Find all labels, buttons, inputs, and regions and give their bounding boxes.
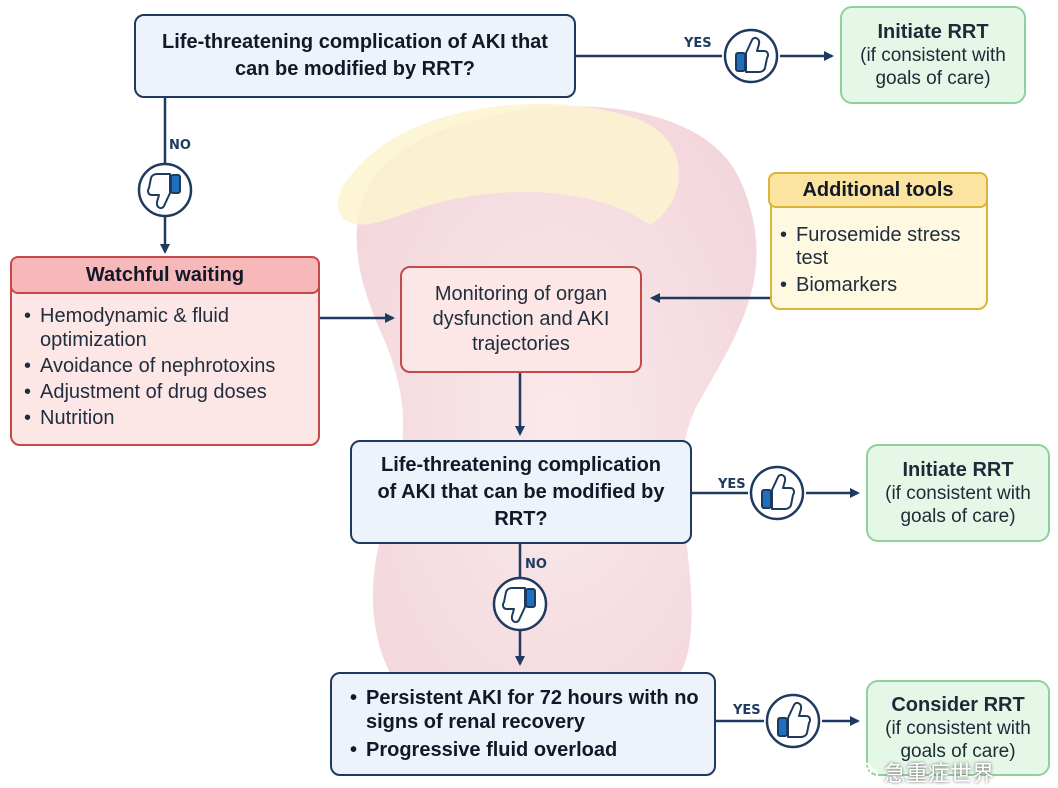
decision-question: Life-threatening complication of AKI tha… — [377, 453, 665, 530]
outcome-title: Initiate RRT — [902, 458, 1014, 481]
list-item: Persistent AKI for 72 hours with no sign… — [350, 686, 702, 734]
list-item: Biomarkers — [780, 274, 976, 297]
list-item: Nutrition — [24, 406, 308, 430]
outcome-box-bottom: Consider RRT (if consistent with goals o… — [866, 680, 1050, 776]
criteria-box: Persistent AKI for 72 hours with no sign… — [330, 672, 716, 776]
decision-box-middle: Life-threatening complication of AKI tha… — [350, 440, 692, 544]
no-label: NO — [169, 138, 191, 153]
outcome-title: Initiate RRT — [877, 20, 989, 43]
list-item: Avoidance of nephrotoxins — [24, 354, 308, 378]
watermark-text: 急重症世界 — [884, 762, 995, 787]
decision-question: Life-threatening complication of AKI tha… — [162, 31, 548, 80]
list-item: Hemodynamic & fluid optimization — [24, 304, 308, 352]
outcome-title: Consider RRT — [891, 693, 1025, 716]
monitoring-box: Monitoring of organ dysfunction and AKI … — [400, 266, 642, 373]
outcome-subtitle: (if consistent with goals of care) — [885, 717, 1031, 762]
wechat-icon — [852, 761, 878, 783]
outcome-box-middle: Initiate RRT (if consistent with goals o… — [866, 444, 1050, 542]
list-item: Adjustment of drug doses — [24, 380, 308, 404]
watchful-waiting-header: Watchful waiting — [10, 256, 320, 294]
outcome-box-top: Initiate RRT (if consistent with goals o… — [840, 6, 1026, 104]
watermark: 急重症世界 — [852, 756, 994, 788]
decision-box-top: Life-threatening complication of AKI tha… — [134, 14, 576, 98]
no-label: NO — [525, 557, 547, 572]
section-title: Watchful waiting — [85, 263, 245, 286]
section-title: Additional tools — [802, 178, 954, 201]
yes-label: YES — [733, 703, 761, 718]
yes-label: YES — [684, 36, 712, 51]
list-item: Progressive fluid overload — [350, 738, 702, 762]
monitoring-text: Monitoring of organ dysfunction and AKI … — [432, 283, 610, 355]
outcome-subtitle: (if consistent with goals of care) — [860, 44, 1006, 89]
yes-label: YES — [718, 477, 746, 492]
outcome-subtitle: (if consistent with goals of care) — [885, 482, 1031, 527]
additional-tools-header: Additional tools — [768, 172, 988, 208]
additional-tools-box: Furosemide stress test Biomarkers — [770, 190, 988, 310]
list-item: Furosemide stress test — [780, 224, 976, 270]
